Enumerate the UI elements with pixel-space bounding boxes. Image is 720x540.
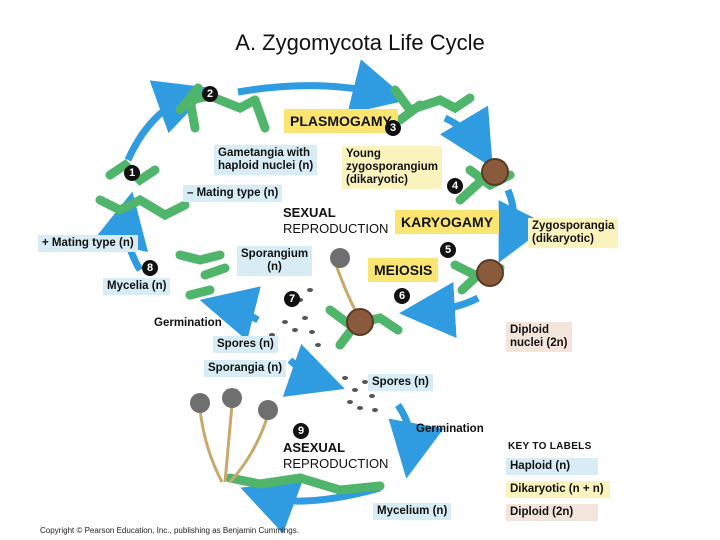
key-haploid: Haploid (n) — [506, 458, 598, 475]
step-8-marker: 8 — [142, 260, 158, 276]
key-title: KEY TO LABELS — [508, 441, 592, 452]
diploid-line-1: Diploid — [510, 324, 549, 336]
step-9-marker: 9 — [293, 423, 309, 439]
arrow-spores-to-9 — [282, 344, 345, 397]
stage-asexual-reproduction: ASEXUAL REPRODUCTION — [283, 440, 388, 472]
hypha-step8 — [175, 250, 230, 300]
label-sporangia: Sporangia (n) — [204, 360, 287, 377]
step-6-marker: 6 — [394, 288, 410, 304]
young-line-1: Young — [346, 148, 381, 160]
hypha-gametangia-right — [175, 83, 270, 133]
young-line-2: zygosporangium — [346, 161, 439, 173]
label-young-zygosporangium: Young zygosporangium (dikaryotic) — [342, 146, 443, 189]
hypha-mycelium — [225, 473, 385, 495]
diploid-line-2: nuclei (2n) — [510, 337, 568, 349]
arrow-2-to-3 — [237, 59, 409, 114]
key-dikaryotic: Dikaryotic (n + n) — [506, 481, 610, 498]
step-4-marker: 4 — [447, 178, 463, 194]
arrow-7-to-8 — [199, 286, 261, 341]
sporangium-line-1: Sporangium — [241, 248, 309, 260]
asexual-line-1: ASEXUAL — [283, 440, 346, 455]
arrow-mycelium-to-sporangia — [240, 481, 381, 534]
spore-cloud — [269, 288, 383, 412]
arrow-3-to-4 — [439, 105, 493, 169]
label-mycelium: Mycelium (n) — [373, 503, 452, 520]
zygosporangia — [346, 158, 509, 336]
step-7-marker: 7 — [284, 291, 300, 307]
asexual-line-2: REPRODUCTION — [283, 456, 389, 471]
step-1-marker: 1 — [124, 165, 140, 181]
label-minus-mating: – Mating type (n) — [183, 185, 283, 202]
stage-plasmogamy: PLASMOGAMY — [284, 109, 398, 133]
label-plus-mating: + Mating type (n) — [38, 235, 138, 252]
stage-meiosis: MEIOSIS — [368, 258, 439, 282]
label-diploid-nuclei: Diploid nuclei (2n) — [506, 322, 572, 352]
zygosporangium-step4 — [481, 158, 509, 186]
zygo-line-2: (dikaryotic) — [532, 233, 594, 245]
gametangia-line-1: Gametangia with — [218, 147, 311, 159]
arrow-5-to-6 — [399, 282, 480, 338]
stage-sexual-reproduction: SEXUAL REPRODUCTION — [283, 205, 388, 237]
diagram-title: A. Zygomycota Life Cycle — [235, 30, 485, 55]
label-spores-right: Spores (n) — [368, 374, 433, 391]
sporangium-line-2: (n) — [267, 261, 282, 273]
zygosporangium-step6 — [346, 308, 374, 336]
label-germination-right: Germination — [416, 423, 484, 435]
key-diploid: Diploid (2n) — [506, 504, 598, 521]
hypha-young-zygo — [390, 85, 475, 125]
sporangium-head-upper — [330, 248, 350, 268]
label-gametangia: Gametangia with haploid nuclei (n) — [214, 145, 318, 175]
step-2-marker: 2 — [202, 86, 218, 102]
zygo-line-1: Zygosporangia — [532, 220, 615, 232]
step-5-marker: 5 — [440, 242, 456, 258]
sporangium-head-2 — [222, 388, 242, 408]
sexual-line-2: REPRODUCTION — [283, 221, 389, 236]
zygosporangium-step5 — [476, 259, 504, 287]
step-3-marker: 3 — [385, 120, 401, 136]
hypha-gametangia-left — [184, 91, 260, 133]
copyright-notice: Copyright © Pearson Education, Inc., pub… — [40, 526, 299, 535]
label-zygosporangia: Zygosporangia (dikaryotic) — [528, 218, 619, 248]
label-mycelia: Mycelia (n) — [103, 278, 171, 295]
label-germination-left: Germination — [154, 317, 222, 329]
stage-karyogamy: KARYOGAMY — [395, 210, 500, 234]
gametangia-line-2: haploid nuclei (n) — [218, 160, 314, 172]
label-sporangium: Sporangium (n) — [237, 246, 313, 276]
sexual-line-1: SEXUAL — [283, 205, 336, 220]
hypha-step1-lower — [95, 194, 190, 221]
young-line-3: (dikaryotic) — [346, 174, 408, 186]
sporangium-head-1 — [190, 393, 210, 413]
sporangium-head-3 — [258, 400, 278, 420]
label-spores-left: Spores (n) — [213, 336, 278, 353]
arrow-germination-right — [388, 403, 444, 479]
arrow-4-to-5 — [498, 188, 549, 263]
